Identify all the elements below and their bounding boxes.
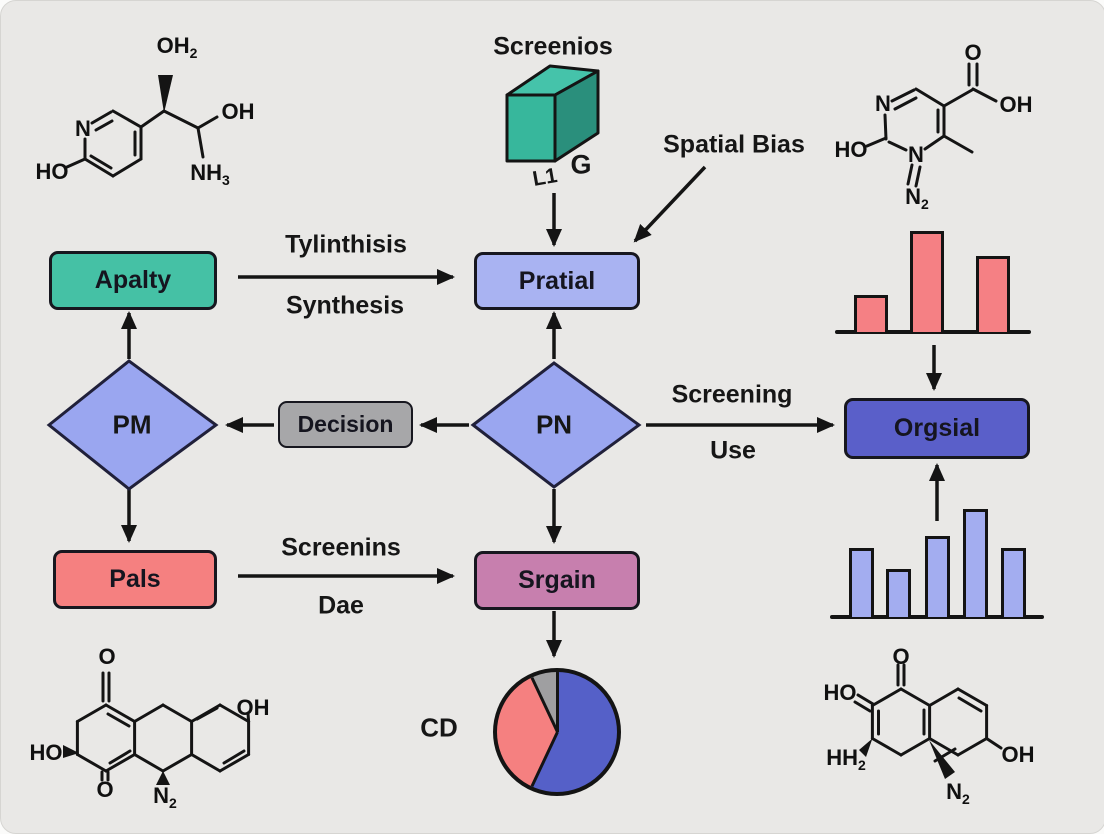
molecule-bottom-left (63, 671, 251, 785)
atom-ho: HO (823, 680, 857, 705)
blue-bars-bar-1 (849, 548, 874, 617)
atom-o: O (892, 644, 910, 669)
bar-chart-blue-axis (830, 615, 1044, 619)
bar-chart-red (835, 230, 1031, 334)
diamond-pn-label: PN (535, 409, 573, 440)
node-pals-label: Pals (109, 565, 161, 593)
cube-icon (505, 64, 600, 163)
molecule-top-right (865, 62, 998, 188)
cube-caption-l1: L1 (530, 164, 559, 191)
node-apalty: Apalty (49, 251, 217, 310)
label-screening-top: Screening (671, 380, 793, 409)
atom-ho: HO (29, 740, 63, 765)
diamond-pm-label: PM (112, 409, 152, 440)
atom-oh: OH (236, 695, 270, 720)
wedge-bond (929, 740, 955, 779)
node-orgsial: Orgsial (844, 398, 1030, 459)
atom-o: O (98, 644, 116, 669)
pie-chart-cd (493, 668, 621, 796)
cube-front-face (505, 93, 557, 163)
node-srgain-label: Srgain (518, 566, 596, 594)
bar-chart-red-axis (835, 330, 1031, 334)
molecule-bottom-right (853, 663, 1003, 779)
pie-slice-divider (530, 731, 559, 787)
atom-n2: N2 (905, 183, 929, 213)
cube-side-face (553, 69, 600, 163)
cube-title: Screenios (493, 32, 613, 61)
node-decision-label: Decision (297, 411, 394, 437)
atom-oh: OH (1001, 742, 1035, 767)
label-spatial-bias: Spatial Bias (663, 130, 805, 159)
atom-n2: N2 (153, 782, 177, 812)
node-apalty-label: Apalty (94, 266, 172, 294)
blue-bars-bar-2 (886, 569, 911, 617)
label-screening-bottom: Use (710, 436, 756, 465)
atom-hh2: HH2 (826, 744, 866, 774)
atom-n: N (875, 91, 891, 116)
atom-ho: HO (35, 159, 69, 184)
atom-oh: OH (999, 92, 1033, 117)
wedge-bond (63, 745, 79, 758)
arrow-spatialbias-to-pratial (633, 165, 707, 243)
red-bars-bar-1 (854, 295, 888, 332)
wedge-bond (158, 75, 173, 113)
red-bars-bar-3 (976, 256, 1010, 332)
label-screenins-bottom: Dae (318, 591, 364, 620)
bar-chart-blue (830, 508, 1044, 619)
atom-o: O (96, 777, 114, 802)
blue-bars-bar-3 (925, 536, 950, 617)
cube-top-face (505, 64, 600, 97)
atom-n: N (75, 116, 91, 141)
blue-bars-bar-5 (1001, 548, 1026, 617)
label-screenins-top: Screenins (281, 533, 401, 562)
atom-oh: OH (221, 99, 255, 124)
node-pratial-label: Pratial (518, 266, 596, 295)
atom-n2: N2 (946, 778, 970, 808)
atom-ho: HO (834, 137, 868, 162)
blue-bars-bar-4 (963, 509, 988, 617)
node-decision: Decision (278, 401, 413, 448)
node-srgain: Srgain (474, 551, 640, 610)
node-pratial: Pratial (474, 252, 640, 310)
label-pie-caption: CD (420, 712, 458, 743)
cube-caption-g: G (570, 149, 592, 180)
node-orgsial-label: Orgsial (893, 414, 981, 442)
node-pals: Pals (53, 550, 217, 609)
pie-slice-divider (555, 672, 559, 732)
label-synthesis-bottom: Synthesis (285, 291, 405, 320)
red-bars-bar-2 (910, 231, 944, 332)
atom-nh3: NH3 (190, 159, 230, 189)
atom-o: O (964, 40, 982, 65)
atom-oh2: OH2 (156, 32, 198, 62)
label-synthesis-top: Tylinthisis (285, 230, 407, 259)
atom-n: N (908, 142, 924, 167)
pie-slice-divider (530, 677, 559, 733)
